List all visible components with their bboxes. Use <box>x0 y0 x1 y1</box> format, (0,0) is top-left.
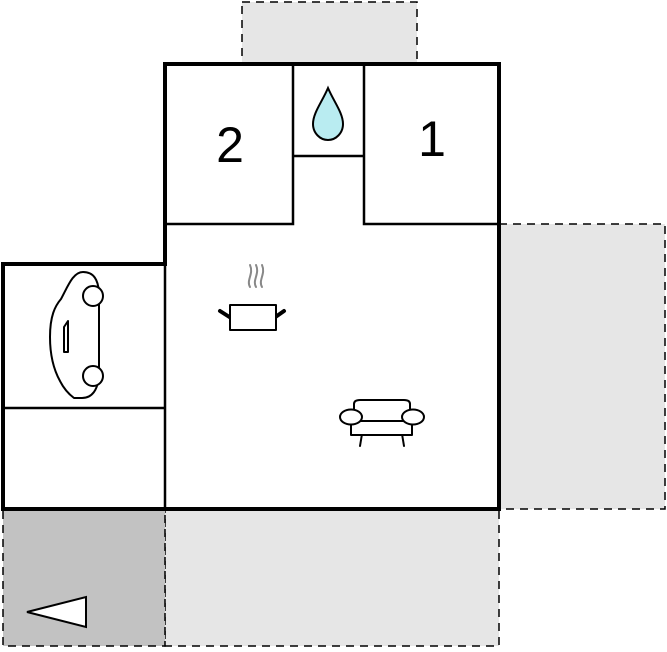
water-drop-icon <box>311 85 345 142</box>
room-1-label: 1 <box>418 111 446 167</box>
outdoor-area-bottom <box>164 508 500 647</box>
interior-walls <box>3 65 499 509</box>
cooking-pot-icon <box>218 264 286 331</box>
car-icon <box>49 271 104 399</box>
entrance-arrow-icon <box>26 595 87 629</box>
room-2-label: 2 <box>216 117 244 173</box>
outer-wall <box>1 62 501 511</box>
sofa-icon <box>339 399 425 447</box>
outdoor-area-right <box>498 223 666 510</box>
outdoor-area-top <box>241 1 418 65</box>
